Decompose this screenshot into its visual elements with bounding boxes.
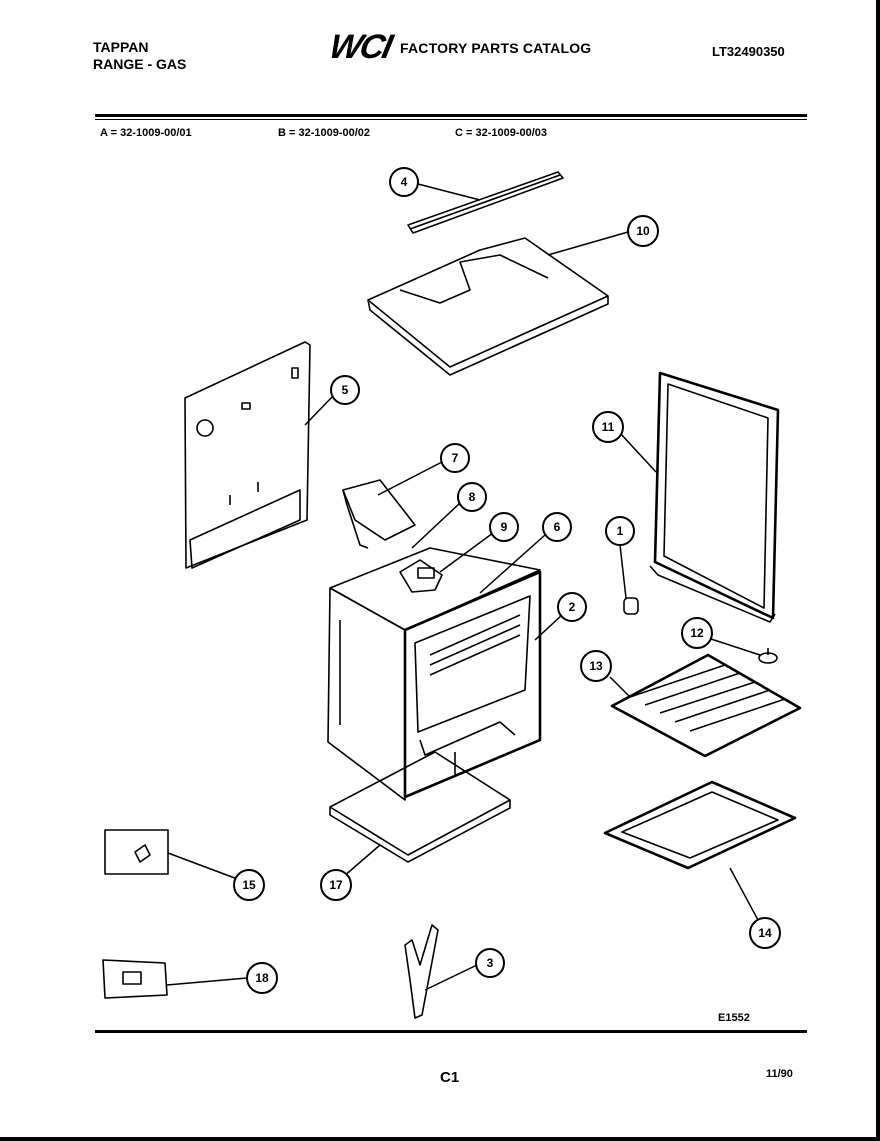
callout-3: 3 [475, 948, 505, 978]
variant-a: A = 32-1009-00/01 [100, 127, 192, 139]
part-bracket-bar [407, 171, 564, 234]
callout-8: 8 [457, 482, 487, 512]
callout-6-label: 6 [554, 520, 561, 534]
callout-7: 7 [440, 443, 470, 473]
callout-14-label: 14 [758, 926, 772, 940]
callout-10-label: 10 [636, 224, 650, 238]
model-number: LT32490350 [712, 44, 785, 59]
callout-6: 6 [542, 512, 572, 542]
callout-12-label: 12 [690, 626, 704, 640]
leader-lines [166, 183, 761, 991]
brand-name: TAPPAN [93, 39, 149, 55]
part-label-18 [102, 959, 168, 999]
callout-2: 2 [557, 592, 587, 622]
callout-2-label: 2 [569, 600, 576, 614]
part-flue-bracket [342, 479, 416, 549]
part-leveler [758, 648, 778, 664]
part-label-15 [104, 829, 169, 875]
callout-13-label: 13 [589, 659, 603, 673]
catalog-title: FACTORY PARTS CATALOG [400, 40, 592, 56]
callout-18: 18 [246, 962, 278, 994]
part-oven-rack [610, 653, 802, 758]
callout-18-label: 18 [255, 971, 269, 985]
footer-rule [95, 1030, 807, 1033]
callout-14: 14 [749, 917, 781, 949]
callout-17-label: 17 [329, 878, 343, 892]
part-oven-body [327, 547, 542, 801]
callout-12: 12 [681, 617, 713, 649]
callout-7-label: 7 [452, 451, 459, 465]
callout-4-label: 4 [401, 175, 408, 189]
figure-id: E1552 [718, 1012, 750, 1024]
part-side-panel [184, 341, 311, 569]
part-bottom-panel [329, 751, 511, 863]
callout-10: 10 [627, 215, 659, 247]
page-border-bottom [0, 1137, 880, 1141]
part-top-panel [367, 237, 609, 376]
part-door-frame [649, 371, 780, 623]
catalog-date: 11/90 [766, 1068, 793, 1080]
callout-1-label: 1 [617, 524, 624, 538]
part-broiler-pan [603, 780, 797, 870]
part-baffle [399, 559, 443, 593]
variant-b: B = 32-1009-00/02 [278, 127, 371, 139]
callout-5-label: 5 [342, 383, 349, 397]
variant-c: C = 32-1009-00/03 [455, 127, 548, 139]
callout-9-label: 9 [501, 520, 508, 534]
callout-8-label: 8 [469, 490, 476, 504]
callout-15-label: 15 [242, 878, 256, 892]
header-rule [95, 114, 807, 117]
callout-5: 5 [330, 375, 360, 405]
callout-15: 15 [233, 869, 265, 901]
callout-17: 17 [320, 869, 352, 901]
callout-13: 13 [580, 650, 612, 682]
page-border-right [876, 0, 880, 1141]
callout-11: 11 [592, 411, 624, 443]
part-bracket-clip [404, 924, 439, 1019]
header-rule-thin [95, 119, 807, 120]
page-number: C1 [440, 1069, 460, 1086]
product-type: RANGE - GAS [93, 56, 187, 72]
callout-9: 9 [489, 512, 519, 542]
callout-11-label: 11 [602, 420, 615, 434]
part-clip [623, 597, 639, 615]
callout-3-label: 3 [487, 956, 494, 970]
callout-4: 4 [389, 167, 419, 197]
callout-1: 1 [605, 516, 635, 546]
